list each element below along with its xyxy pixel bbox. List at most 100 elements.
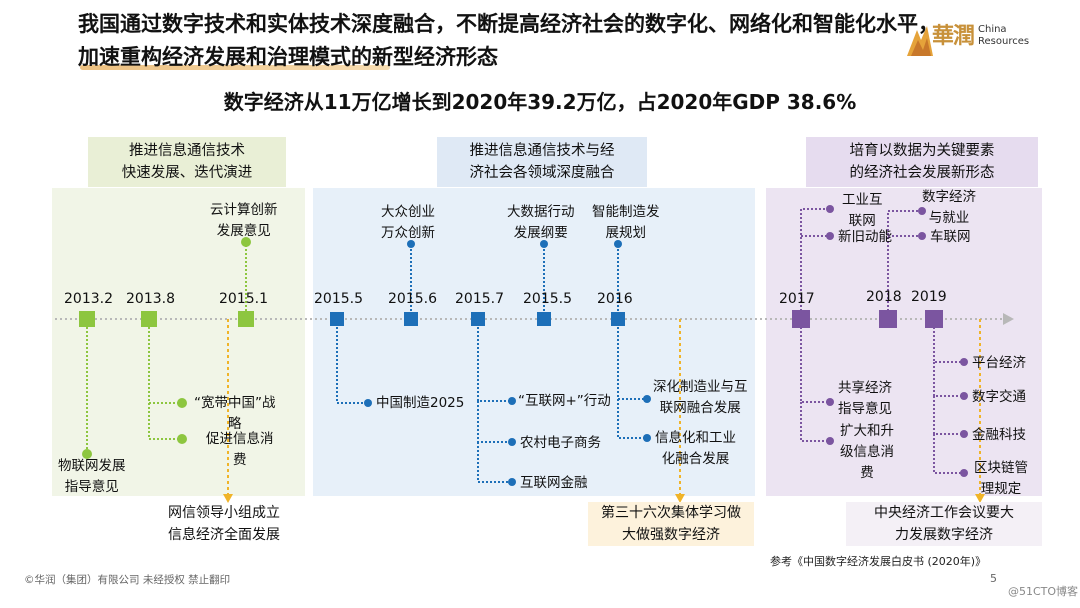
blue-dot-info-ind — [643, 434, 651, 442]
blue-dot-smartmfg — [614, 240, 622, 248]
node-2013-2 — [79, 311, 95, 327]
timeline-arrow-icon — [1003, 313, 1014, 325]
purple-link-platform — [933, 319, 962, 363]
label-digi-trade: 数字交通 — [972, 389, 1026, 405]
copyright: ©华润（集团）有限公司 未经授权 禁止翻印 — [24, 574, 231, 586]
purple-dot-expand — [826, 437, 834, 445]
label-blockchain: 区块链管 理规定 — [974, 460, 1028, 497]
label-finance: 互联网金融 — [520, 475, 588, 491]
node-2019 — [925, 310, 943, 328]
node-2015-6 — [404, 312, 418, 326]
label-digital-emp: 数字经济 与就业 — [922, 189, 976, 226]
reference-note: 参考《中国数字经济发展白皮书 (2020年)》 — [770, 555, 987, 568]
node-2015-7 — [471, 312, 485, 326]
blue-link-rural — [477, 401, 510, 443]
blue-link-deepen — [617, 319, 645, 400]
purple-dot-new-old — [826, 232, 834, 240]
year-2015-7: 2015.7 — [455, 291, 504, 307]
label-smartmfg: 智能制造发 展规划 — [592, 204, 660, 241]
green-link-broadband — [148, 319, 180, 404]
year-2015-6: 2015.6 — [388, 291, 437, 307]
label-car-net: 车联网 — [930, 229, 971, 245]
phase-1-header-text: 推进信息通信技术 快速发展、迭代演进 — [121, 143, 253, 181]
purple-dot-ind-internet — [826, 205, 834, 213]
label-cloud: 云计算创新 发展意见 — [210, 202, 278, 239]
phase-1-footer-text: 网信领导小组成立 信息经济全面发展 — [168, 505, 280, 543]
label-bigdata: 大数据行动 发展纲要 — [507, 204, 575, 241]
page-subtitle: 数字经济从11万亿增长到2020年39.2万亿，占2020年GDP 38.6% — [223, 90, 857, 114]
blue-link-internetplus — [477, 319, 510, 402]
blue-link-info-ind — [617, 399, 645, 439]
label-mic2025: 中国制造2025 — [376, 395, 465, 411]
label-consume: 促进信息消 费 — [206, 431, 274, 468]
purple-dot-fintech — [960, 430, 968, 438]
node-2015-5 — [330, 312, 344, 326]
blue-link-mic2025 — [336, 319, 366, 404]
page-number: 5 — [990, 572, 997, 585]
label-platform: 平台经济 — [972, 355, 1026, 371]
title-underline — [80, 65, 390, 70]
purple-dot-sharing — [826, 398, 834, 406]
year-2017: 2017 — [779, 291, 815, 307]
green-dot-consume — [177, 434, 187, 444]
gold-arrow-1-icon — [223, 494, 233, 503]
year-2018: 2018 — [866, 289, 902, 305]
label-new-old: 新旧动能 — [838, 229, 892, 245]
label-mass: 大众创业 万众创新 — [381, 204, 435, 241]
phase-2-header: 推进信息通信技术与经 济社会各领域深度融合 — [437, 137, 647, 187]
green-link-consume — [148, 403, 180, 440]
blue-dot-bigdata — [540, 240, 548, 248]
year-2019: 2019 — [911, 289, 947, 305]
label-internetplus: “互联网+”行动 — [518, 393, 611, 409]
watermark: @51CTO博客 — [1008, 585, 1079, 598]
green-dot-broadband — [177, 398, 187, 408]
year-2013-2: 2013.2 — [64, 291, 113, 307]
blue-dot-rural — [508, 438, 516, 446]
logo-mark-icon — [907, 26, 933, 56]
purple-dot-digital-emp — [918, 207, 926, 215]
phase-2-footer-text: 第三十六次集体学习做 大做强数字经济 — [601, 505, 741, 543]
logo-en-line2: Resources — [978, 36, 1030, 47]
year-2013-8: 2013.8 — [126, 291, 175, 307]
label-info-ind: 信息化和工业 化融合发展 — [655, 430, 736, 467]
phase-3-footer-text: 中央经济工作会议要大 力发展数字经济 — [874, 505, 1014, 543]
blue-dot-deepen — [643, 395, 651, 403]
purple-dot-blockchain — [960, 469, 968, 477]
phase-band-2 — [313, 188, 755, 496]
year-2016: 2016 — [597, 291, 633, 307]
node-2017 — [792, 310, 810, 328]
page-title: 我国通过数字技术和实体技术深度融合，不断提高经济社会的数字化、网络化和智能化水平… — [78, 12, 939, 69]
node-2015-5b — [537, 312, 551, 326]
gold-arrow-3-icon — [975, 494, 985, 503]
green-dot-iot — [82, 449, 92, 459]
logo-cn-text: 華潤 — [932, 23, 975, 49]
phase-1-header: 推进信息通信技术 快速发展、迭代演进 — [88, 137, 286, 187]
blue-link-finance — [477, 442, 510, 483]
blue-dot-finance — [508, 478, 516, 486]
node-2016 — [611, 312, 625, 326]
phase-3-header: 培育以数据为关键要素 的经济社会发展新形态 — [806, 137, 1038, 187]
label-expand: 扩大和升 级信息消 费 — [840, 423, 894, 481]
logo-en-line1: China — [978, 24, 1007, 35]
blue-dot-mass — [407, 240, 415, 248]
gold-arrow-2-icon — [675, 494, 685, 503]
blue-dot-internetplus — [508, 397, 516, 405]
node-2013-8 — [141, 311, 157, 327]
purple-link-expand — [800, 402, 828, 442]
purple-link-sharing — [800, 319, 828, 403]
phase-3-header-text: 培育以数据为关键要素 的经济社会发展新形态 — [849, 143, 995, 181]
china-resources-logo — [905, 20, 1035, 60]
label-fintech: 金融科技 — [972, 427, 1026, 443]
phase-1-footer: 网信领导小组成立 信息经济全面发展 — [150, 502, 298, 546]
label-ind-internet: 工业互 联网 — [842, 192, 883, 229]
blue-dot-mic2025 — [364, 399, 372, 407]
year-2015-5b: 2015.5 — [523, 291, 572, 307]
phase-band-1 — [52, 188, 305, 496]
label-iot: 物联网发展 指导意见 — [58, 458, 126, 495]
label-sharing: 共享经济 指导意见 — [838, 380, 892, 417]
phase-3-footer: 中央经济工作会议要大 力发展数字经济 — [846, 502, 1042, 546]
label-deepen: 深化制造业与互 联网融合发展 — [653, 379, 748, 416]
phase-2-footer: 第三十六次集体学习做 大做强数字经济 — [588, 502, 754, 546]
purple-link-digi-trade — [933, 362, 962, 397]
